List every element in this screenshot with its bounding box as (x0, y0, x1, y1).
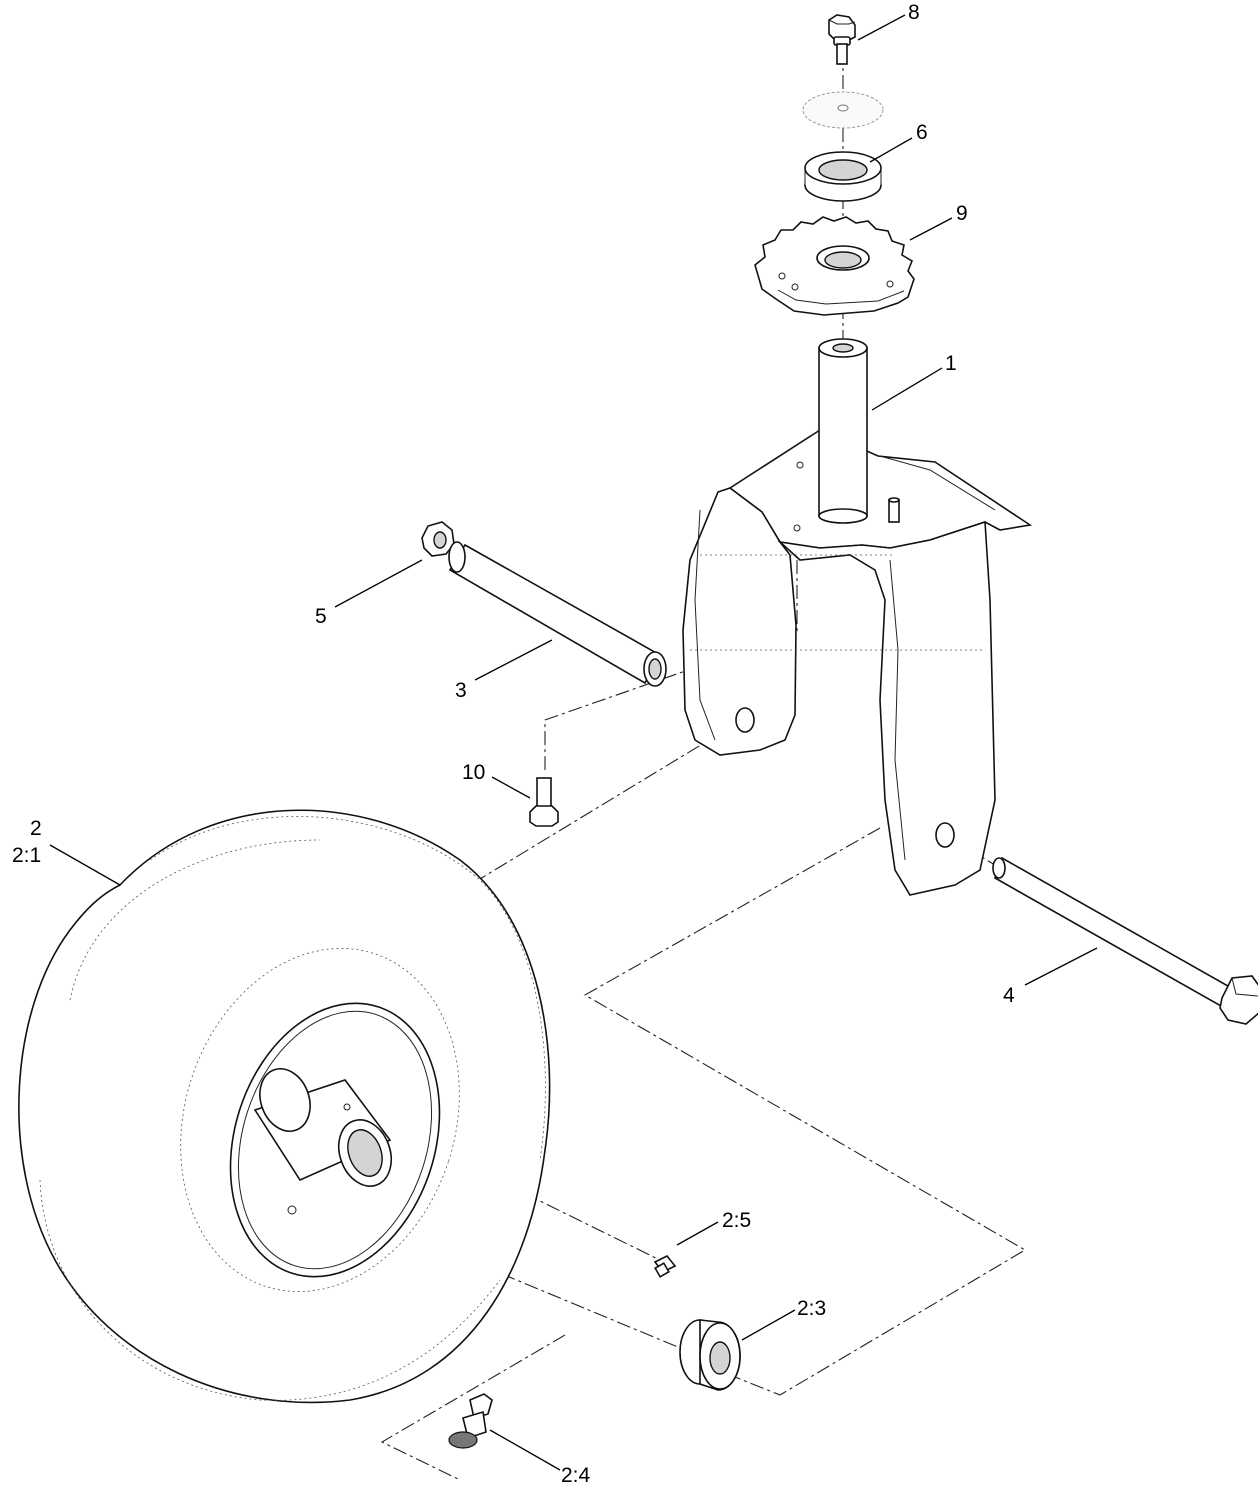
callout-label-4: 4 (1003, 984, 1015, 1007)
spacer-tube (448, 541, 667, 687)
callout-label-2-1: 2:1 (12, 844, 42, 867)
grease-fitting (653, 1254, 677, 1278)
flat-washer (802, 91, 884, 129)
callout-label-2-3: 2:3 (797, 1297, 827, 1320)
callout-label-8: 8 (908, 1, 920, 24)
wheel-assembly (18, 809, 551, 1404)
callout-label-2-4: 2:4 (561, 1464, 591, 1487)
nut (421, 521, 455, 557)
top-bolt (828, 14, 856, 65)
callout-label-2-5: 2:5 (722, 1209, 752, 1232)
valve-stem (448, 1393, 493, 1449)
height-adjust-plate (754, 216, 915, 316)
callout-leaders (49, 14, 1098, 1471)
callout-label-10: 10 (462, 761, 486, 784)
caster-fork (682, 338, 1033, 896)
callout-label-9: 9 (956, 202, 968, 225)
wheel-bearing (679, 1319, 741, 1391)
callout-label-1: 1 (945, 352, 957, 375)
callout-label-2: 2 (30, 817, 42, 840)
bushing (804, 151, 882, 202)
axle-bolt (992, 856, 1258, 1025)
callout-label-6: 6 (916, 121, 928, 144)
callout-label-5: 5 (315, 605, 327, 628)
callout-label-3: 3 (455, 679, 467, 702)
small-bolt (529, 777, 559, 827)
